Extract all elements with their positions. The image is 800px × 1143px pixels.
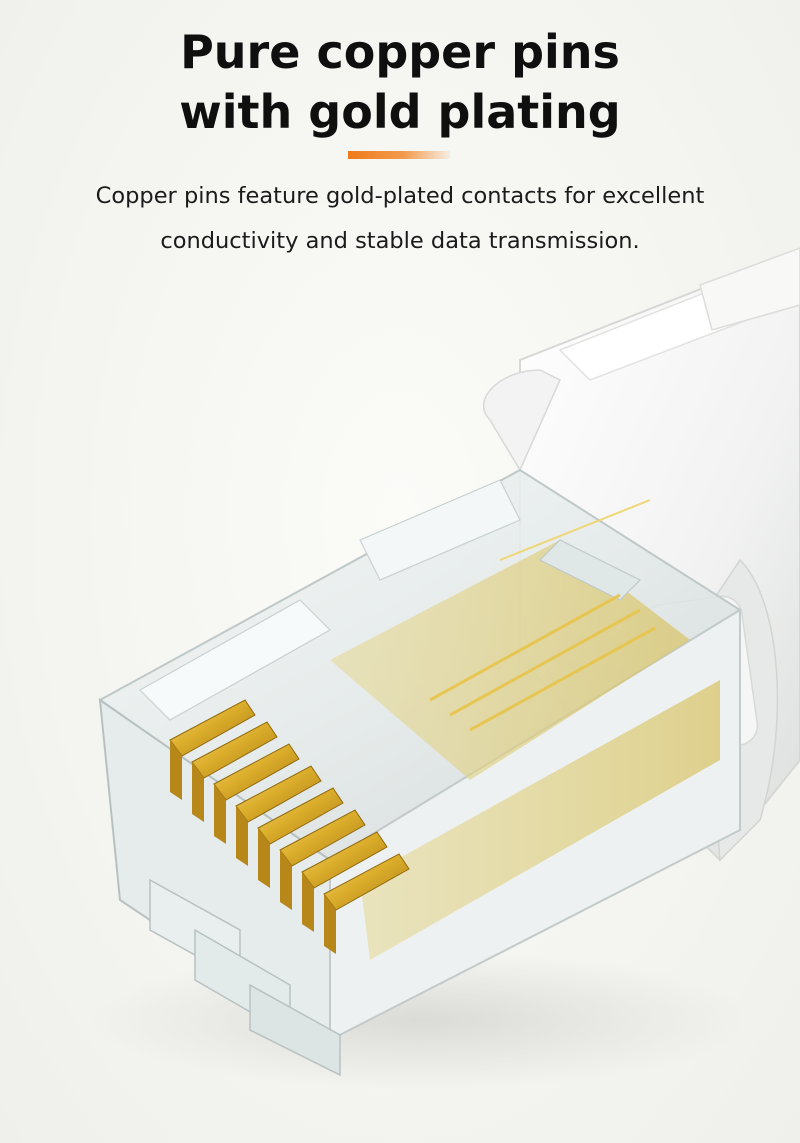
gold-pins [169, 699, 410, 954]
transparent-plug-body [98, 468, 742, 1077]
headline-line-1: Pure copper pins [180, 25, 620, 79]
headline: Pure copper pins with gold plating [0, 22, 800, 142]
description-line-1: Copper pins feature gold-plated contacts… [95, 183, 705, 209]
headline-line-2: with gold plating [179, 85, 621, 139]
gold-traces [429, 499, 656, 732]
rj45-connector-icon [90, 247, 800, 1090]
feature-description: Copper pins feature gold-plated contacts… [0, 174, 800, 264]
accent-underline [348, 151, 450, 159]
description-line-2: conductivity and stable data transmissio… [160, 228, 640, 254]
